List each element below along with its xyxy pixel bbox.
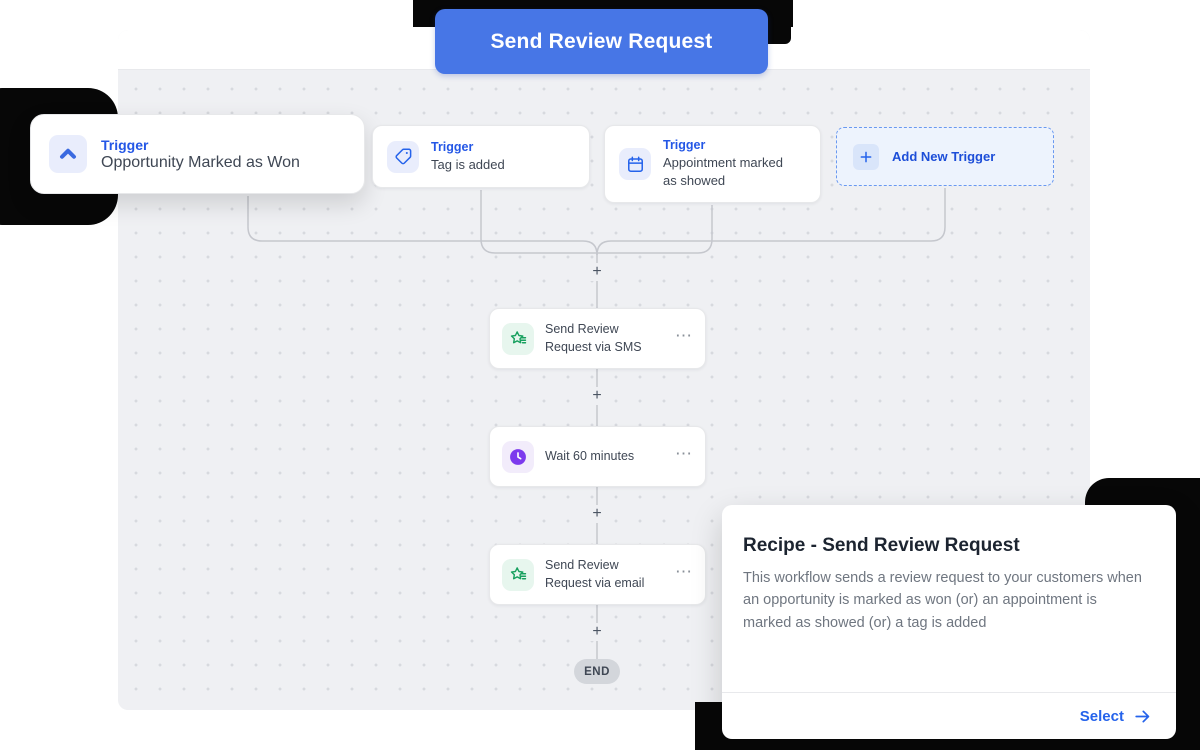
banner-label: Send Review Request [490,29,713,53]
trigger-type-label: Trigger [101,136,149,153]
trigger-type-label: Trigger [431,139,474,154]
recipe-card-footer: Select [722,692,1176,739]
trigger-card-opportunity-won[interactable]: Trigger Opportunity Marked as Won [30,114,365,194]
add-step-button[interactable]: + [588,263,606,281]
select-label: Select [1079,707,1124,725]
select-recipe-button[interactable]: Select [1080,707,1152,726]
review-star-icon [502,322,534,355]
step-name: Wait 60 minutes [545,448,635,463]
calendar-icon [619,148,651,180]
trigger-name: Opportunity Marked as Won [101,153,300,171]
workflow-end-badge: END [574,659,620,684]
step-name: Send Review Request via SMS [545,322,642,354]
recipe-title: Recipe - Send Review Request [743,535,1020,556]
trigger-name: Appointment marked as showed [663,155,783,188]
step-card-send-review-email[interactable]: Send Review Request via email ⋯ [489,544,706,605]
step-menu-button[interactable]: ⋯ [675,326,693,345]
step-menu-button[interactable]: ⋯ [675,562,693,581]
step-name: Send Review Request via email [545,558,645,590]
clock-icon [502,440,534,473]
add-step-button[interactable]: + [588,623,606,641]
review-star-icon [502,558,534,591]
trigger-type-label: Trigger [663,138,706,153]
add-new-trigger-label: Add New Trigger [892,149,996,164]
step-card-wait[interactable]: Wait 60 minutes ⋯ [489,426,706,487]
add-step-button[interactable]: + [588,505,606,523]
chevron-up-icon [49,135,87,173]
trigger-card-tag-added[interactable]: Trigger Tag is added [372,125,590,188]
plus-icon [853,143,879,170]
tag-icon [387,140,419,173]
recipe-info-card: Recipe - Send Review Request This workfl… [722,505,1176,739]
trigger-name: Tag is added [431,156,505,172]
arrow-right-icon [1135,710,1150,722]
recipe-description: This workflow sends a review request to … [743,570,1142,631]
add-new-trigger-button[interactable]: Add New Trigger [836,127,1054,186]
trigger-card-appointment-showed[interactable]: Trigger Appointment marked as showed [604,125,821,203]
send-review-request-banner-button[interactable]: Send Review Request [435,9,768,74]
step-card-send-review-sms[interactable]: Send Review Request via SMS ⋯ [489,308,706,369]
add-step-button[interactable]: + [588,387,606,405]
step-menu-button[interactable]: ⋯ [675,444,693,463]
